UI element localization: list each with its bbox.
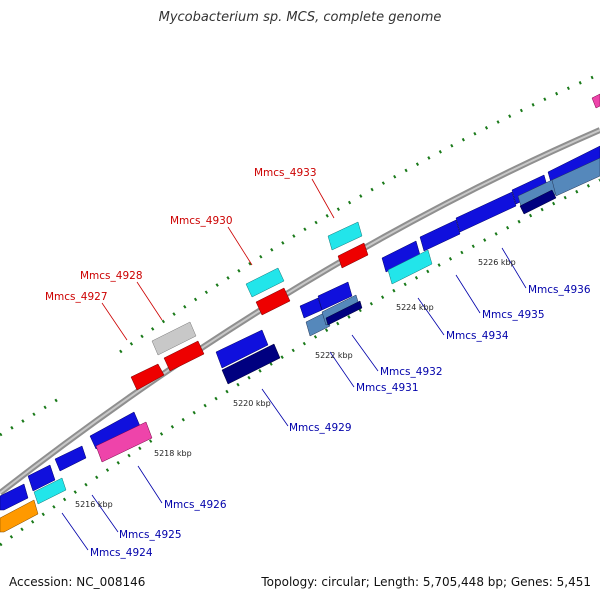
scale-label-5216: 5216 kbp [75,500,113,509]
far-outer-tick-track [0,396,61,437]
leader-mmcs-4928 [136,281,163,321]
topology-summary-text: Topology: circular; Length: 5,705,448 bp… [261,575,591,589]
leader-mmcs-4925 [91,494,119,533]
gene-block-mmcs-4935-cyan[interactable] [387,249,433,285]
gene-block-mmcs-4929-navy[interactable] [221,343,281,385]
gene-label-mmcs-4936[interactable]: Mmcs_4936 [528,284,591,296]
accession-text: Accession: NC_008146 [9,575,146,589]
leader-mmcs-4926 [137,465,163,504]
gene-block-mmcs-4931[interactable] [299,297,323,319]
gene-label-mmcs-4934[interactable]: Mmcs_4934 [446,330,509,342]
gene-block-mmcs-4927[interactable] [130,363,165,391]
scale-label-5218: 5218 kbp [154,449,192,458]
leader-mmcs-4933 [311,178,335,219]
gene-label-mmcs-4927[interactable]: Mmcs_4927 [45,291,108,303]
leader-mmcs-4936 [501,247,527,289]
leader-mmcs-4930 [227,226,253,266]
gene-block-mmcs-4924-cyan[interactable] [33,477,67,505]
gene-label-mmcs-4932[interactable]: Mmcs_4932 [380,366,443,378]
gene-label-mmcs-4931[interactable]: Mmcs_4931 [356,382,419,394]
gene-label-mmcs-4930[interactable]: Mmcs_4930 [170,215,233,227]
gene-block-mmcs-4924-fwd[interactable] [0,483,29,511]
gene-block-mmcs-4932[interactable] [317,281,353,311]
gene-block-mmcs-4936[interactable] [455,191,517,233]
gene-label-mmcs-4925[interactable]: Mmcs_4925 [119,529,182,541]
gene-block-mmcs-4928-gray[interactable] [151,321,197,356]
gene-block-orange[interactable] [0,499,39,533]
gene-block-mmcs-4933-cyan[interactable] [327,221,363,251]
gene-label-mmcs-4935[interactable]: Mmcs_4935 [482,309,545,321]
leader-mmcs-4924 [61,512,89,551]
gene-block-steel-right2[interactable] [551,157,600,197]
gene-block-navy-right[interactable] [519,189,557,215]
gene-block-mmcs-4932-navy[interactable] [325,300,363,326]
map-title: Mycobacterium sp. MCS, complete genome [158,10,442,25]
gene-label-mmcs-4928[interactable]: Mmcs_4928 [80,270,143,282]
gene-block-4925b[interactable] [54,445,87,472]
inner-tick-track [0,178,600,547]
gene-label-mmcs-4929[interactable]: Mmcs_4929 [289,422,352,434]
leader-mmcs-4935 [455,274,481,314]
scale-label-5226: 5226 kbp [478,258,516,267]
gene-label-mmcs-4924[interactable]: Mmcs_4924 [90,547,153,559]
leader-mmcs-4931 [329,351,355,388]
scale-label-5222: 5222 kbp [315,351,353,360]
label-leader-lines [61,178,527,551]
gene-block-mmcs-4935[interactable] [419,219,461,252]
genome-backbone-highlight [0,129,600,494]
leader-mmcs-4929 [261,388,289,427]
gene-label-mmcs-4926[interactable]: Mmcs_4926 [164,499,227,511]
gene-block-mmcs-4926[interactable] [95,421,153,463]
gene-block-mmcs-4925[interactable] [27,464,56,492]
leader-mmcs-4927 [101,302,128,341]
gene-features [0,93,600,533]
gene-block-mmcs-4929[interactable] [215,329,269,369]
gene-block-mmcs-4930-red[interactable] [255,287,291,316]
gene-block-far-pink[interactable] [591,93,600,109]
gene-block-mmcs-4928-red[interactable] [163,340,205,372]
scale-label-5220: 5220 kbp [233,399,271,408]
gene-label-mmcs-4933[interactable]: Mmcs_4933 [254,167,317,179]
gene-block-mmcs-4933-red[interactable] [337,242,369,269]
leader-mmcs-4932 [351,334,379,372]
outer-tick-track [119,72,600,354]
leader-mmcs-4934 [417,297,445,336]
gene-block-mmcs-4930-cyan[interactable] [245,267,285,298]
scale-label-5224: 5224 kbp [396,303,434,312]
